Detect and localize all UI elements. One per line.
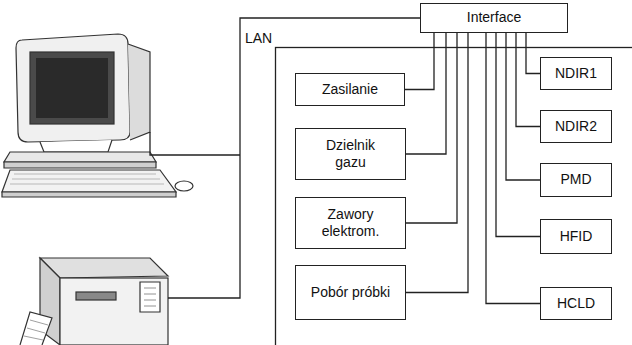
module-box: Dzielnik gazu: [295, 128, 406, 180]
node-text: NDIR2: [555, 118, 597, 136]
interface-box: Interface: [420, 3, 568, 33]
node-text: Zasilanie: [322, 81, 378, 99]
bus-connector: [526, 33, 540, 74]
module-box: Pobór próbki: [295, 265, 406, 320]
node-text: Interface: [467, 9, 521, 27]
module-box: Zawory elektrom.: [295, 197, 406, 249]
bus-connector: [486, 33, 540, 304]
bus-connector: [405, 33, 434, 90]
bus-connector: [406, 33, 468, 293]
printer-illustration: [20, 258, 168, 345]
bus-connector: [516, 33, 540, 127]
bus-connector: [406, 33, 457, 223]
node-text: Dzielnik gazu: [310, 137, 391, 172]
node-text: Zawory elektrom.: [310, 206, 391, 241]
node-text: HFID: [560, 228, 593, 246]
analyzer-box: PMD: [540, 163, 612, 197]
bus-connector: [496, 33, 540, 237]
bus-connector: [506, 33, 540, 180]
bus-connector: [406, 33, 446, 154]
network-label: LAN: [243, 30, 274, 46]
node-text: HCLD: [557, 295, 595, 313]
node-text: NDIR1: [555, 65, 597, 83]
node-text: PMD: [560, 171, 591, 189]
analyzer-box: HCLD: [540, 287, 612, 320]
analyzer-box: NDIR2: [540, 110, 612, 143]
analyzer-box: NDIR1: [540, 57, 612, 90]
housing-box: [276, 48, 632, 345]
module-box: Zasilanie: [295, 73, 405, 106]
node-text: Pobór próbki: [311, 284, 390, 302]
lan-wire: [150, 18, 420, 298]
computer-illustration: [2, 34, 193, 197]
analyzer-box: HFID: [540, 219, 612, 254]
